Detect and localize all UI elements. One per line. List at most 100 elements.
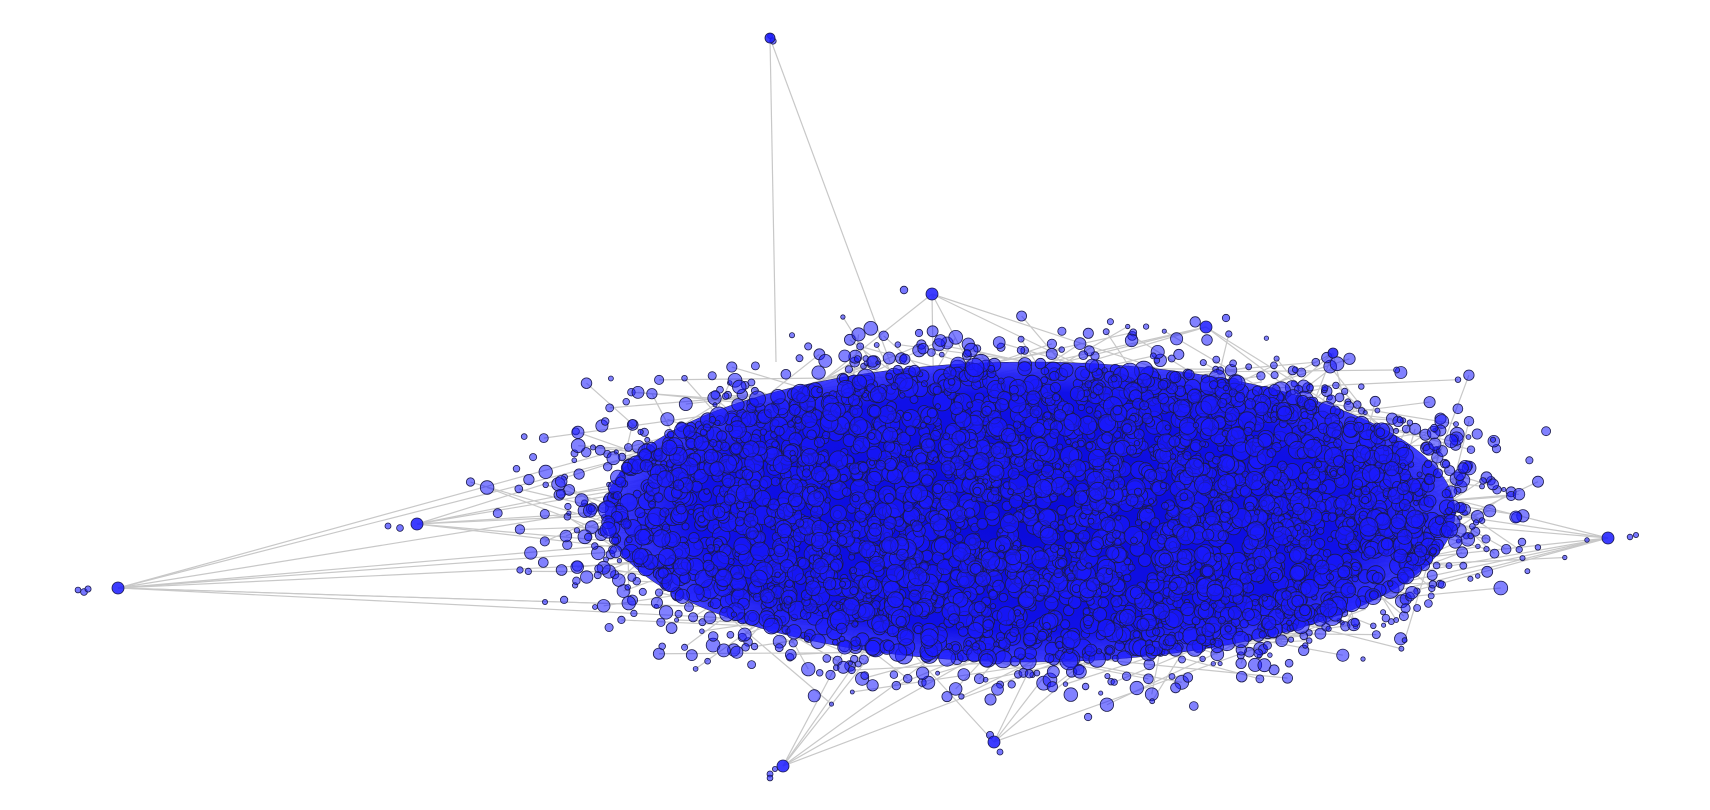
core-node bbox=[714, 419, 721, 426]
periphery-node bbox=[1189, 316, 1201, 328]
periphery-node bbox=[1393, 427, 1400, 434]
periphery-node bbox=[712, 402, 718, 408]
core-node bbox=[730, 442, 743, 455]
core-node bbox=[1084, 643, 1098, 657]
core-node bbox=[767, 498, 780, 511]
core-node bbox=[1057, 557, 1068, 568]
core-node bbox=[1261, 615, 1277, 631]
core-node bbox=[869, 459, 876, 466]
core-node bbox=[1133, 440, 1141, 447]
core-node bbox=[1254, 509, 1261, 516]
core-node bbox=[964, 533, 982, 551]
periphery-node bbox=[580, 377, 593, 389]
core-node bbox=[1289, 565, 1306, 582]
periphery-node bbox=[652, 647, 665, 660]
core-node bbox=[1029, 405, 1043, 419]
satellite-node bbox=[84, 585, 92, 593]
satellite-node bbox=[592, 604, 598, 610]
core-node bbox=[1253, 555, 1267, 569]
periphery-node bbox=[591, 542, 599, 550]
core-node bbox=[810, 633, 826, 650]
core-node bbox=[793, 546, 801, 553]
periphery-node bbox=[1381, 622, 1387, 628]
core-node bbox=[1300, 578, 1320, 598]
core-node bbox=[1062, 630, 1081, 649]
periphery-node bbox=[566, 510, 572, 516]
core-node bbox=[976, 517, 989, 530]
core-node bbox=[1029, 422, 1046, 438]
periphery-node bbox=[1489, 548, 1500, 559]
core-node bbox=[750, 569, 768, 588]
core-node bbox=[829, 504, 847, 522]
core-node bbox=[1330, 470, 1338, 478]
core-node bbox=[1399, 499, 1411, 511]
core-node bbox=[1292, 502, 1305, 516]
core-node bbox=[1049, 370, 1060, 382]
periphery-node bbox=[1081, 682, 1090, 691]
core-node bbox=[1153, 592, 1164, 603]
periphery-node bbox=[1490, 436, 1497, 443]
periphery-node bbox=[1106, 318, 1114, 326]
periphery-node bbox=[853, 355, 862, 363]
periphery-node bbox=[840, 314, 846, 320]
core-node bbox=[1125, 493, 1139, 507]
periphery-node bbox=[889, 670, 899, 679]
core-node bbox=[672, 479, 685, 491]
core-node bbox=[1153, 602, 1170, 620]
core-node bbox=[866, 470, 882, 486]
periphery-node bbox=[894, 341, 901, 348]
core-node bbox=[931, 593, 939, 601]
core-node bbox=[905, 449, 913, 458]
core-node bbox=[1138, 553, 1152, 567]
core-node bbox=[947, 378, 956, 386]
periphery-node bbox=[780, 368, 792, 380]
core-node bbox=[1043, 411, 1052, 420]
core-node bbox=[1034, 357, 1047, 370]
core-node bbox=[1386, 580, 1394, 587]
core-node bbox=[1042, 622, 1051, 631]
core-node bbox=[1269, 571, 1280, 582]
core-node bbox=[1130, 536, 1138, 545]
periphery-node bbox=[1099, 697, 1115, 712]
periphery-node bbox=[1525, 456, 1534, 465]
periphery-node bbox=[520, 433, 528, 440]
periphery-node bbox=[844, 365, 854, 374]
periphery-node bbox=[1189, 701, 1199, 711]
periphery-node bbox=[1084, 712, 1093, 722]
core-node bbox=[1294, 524, 1302, 532]
core-node bbox=[1314, 460, 1323, 469]
core-node bbox=[958, 626, 969, 637]
core-node bbox=[1151, 531, 1160, 540]
periphery-node bbox=[704, 657, 711, 665]
periphery-node bbox=[1509, 510, 1523, 524]
core-node bbox=[1205, 511, 1220, 526]
periphery-node bbox=[539, 536, 550, 547]
core-node bbox=[883, 493, 895, 504]
core-node bbox=[1097, 596, 1109, 609]
periphery-node bbox=[722, 392, 730, 400]
periphery-node bbox=[1493, 580, 1509, 596]
core-node bbox=[1206, 583, 1224, 602]
periphery-node bbox=[1325, 625, 1332, 632]
periphery-node bbox=[847, 666, 856, 675]
core-node bbox=[770, 389, 786, 405]
periphery-node bbox=[1469, 523, 1476, 530]
periphery-node bbox=[1471, 428, 1483, 440]
periphery-node bbox=[1444, 434, 1459, 449]
core-node bbox=[930, 429, 941, 441]
core-node bbox=[1148, 446, 1155, 453]
core-node bbox=[1273, 507, 1283, 517]
core-node bbox=[786, 624, 802, 640]
core-node bbox=[1085, 358, 1100, 373]
core-node bbox=[1156, 571, 1166, 581]
core-node bbox=[1101, 367, 1108, 374]
core-node bbox=[919, 421, 927, 429]
core-node bbox=[1056, 504, 1068, 516]
core-node bbox=[659, 507, 670, 518]
periphery-node bbox=[630, 609, 638, 618]
periphery-node bbox=[514, 484, 524, 494]
core-node bbox=[954, 527, 962, 534]
periphery-node bbox=[571, 425, 585, 439]
periphery-node bbox=[811, 365, 826, 380]
core-node bbox=[1109, 480, 1120, 491]
